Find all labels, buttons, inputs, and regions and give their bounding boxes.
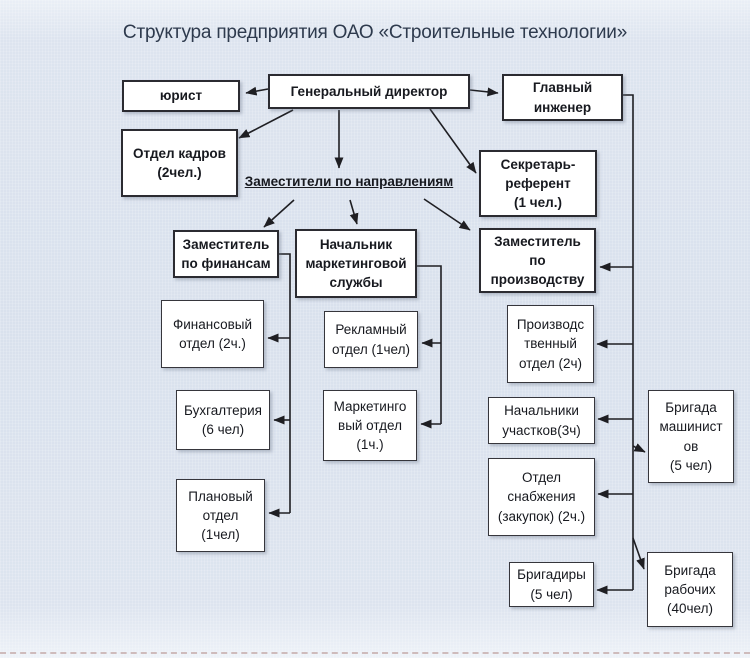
node-machinists-brigade: Бригада машинист ов (5 чел) — [648, 390, 734, 483]
node-finance-department: Финансовый отдел (2ч.) — [161, 300, 264, 368]
node-marketing-department: Маркетинго вый отдел (1ч.) — [323, 390, 417, 461]
node-deputy-finance: Заместитель по финансам — [173, 230, 279, 278]
node-workers-brigade: Бригада рабочих (40чел) — [647, 552, 733, 627]
bottom-dashed-divider — [0, 652, 750, 654]
node-supply-department: Отдел снабжения (закупок) (2ч.) — [488, 458, 595, 536]
deputies-group-label: Заместители по направлениям — [244, 174, 454, 189]
node-marketing-head: Начальник маркетинговой службы — [295, 229, 417, 298]
node-hr-department: Отдел кадров (2чел.) — [121, 129, 238, 197]
node-secretary: Секретарь- референт (1 чел.) — [479, 150, 597, 217]
diagram-title: Структура предприятия ОАО «Строительные … — [122, 22, 628, 43]
node-jurist: юрист — [122, 80, 240, 112]
node-planning-department: Плановый отдел (1чел) — [176, 479, 265, 552]
node-chief-engineer: Главный инженер — [502, 74, 623, 121]
node-foremen: Бригадиры (5 чел) — [509, 562, 594, 607]
node-deputy-production: Заместитель по производству — [479, 228, 596, 293]
node-accounting: Бухгалтерия (6 чел) — [176, 390, 270, 450]
node-production-department: Производс твенный отдел (2ч) — [507, 305, 594, 383]
node-section-chiefs: Начальники участков(3ч) — [488, 397, 595, 444]
node-general-director: Генеральный директор — [268, 74, 470, 109]
node-advertising-department: Рекламный отдел (1чел) — [324, 311, 418, 368]
